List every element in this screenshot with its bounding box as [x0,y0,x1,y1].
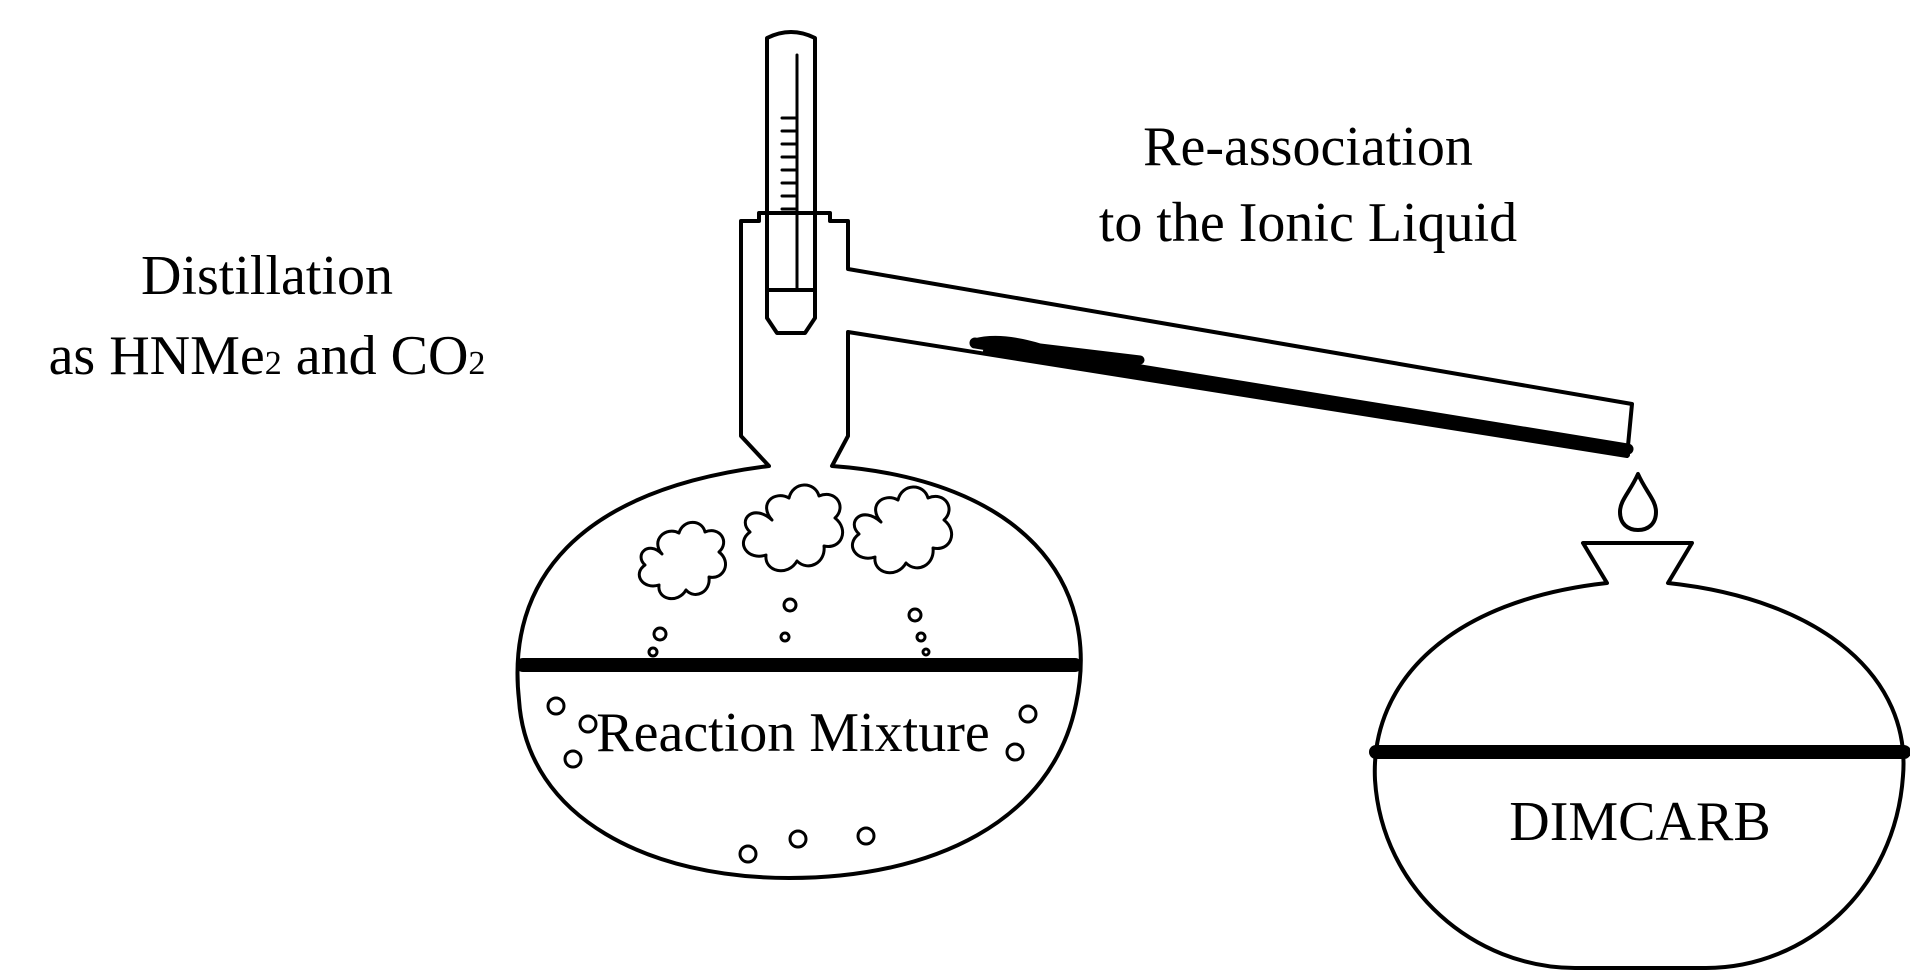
bubbles [546,597,1038,864]
condensate-drop [1618,472,1658,532]
distillation-flask [515,211,1634,880]
flask-neck-and-body-outline [515,211,1634,880]
vapour-cloud-left [637,520,727,601]
reassociation-label-line2: to the Ionic Liquid [1099,192,1517,254]
bubble [1018,704,1038,724]
reaction-mixture-label: Reaction Mixture [596,702,989,764]
distillation-label-line2: as HNMe2 and CO2 [49,325,486,387]
bubble [907,607,923,623]
bubble [782,597,798,613]
bubble [652,626,668,642]
vapour-cloud-right [851,485,954,575]
bubble [1005,742,1025,762]
bubble [915,631,927,643]
vapour-clouds [637,483,954,601]
thermometer [765,30,817,335]
bubble [647,646,659,658]
receiving-flask-outline [1372,541,1906,970]
bubble [921,647,931,657]
receiving-flask [1369,541,1910,970]
reassociation-label-line1: Re-association [1143,116,1473,178]
distillation-label-line1: Distillation [141,245,393,307]
bubble [578,714,598,734]
vapour-cloud-middle [742,483,845,573]
dimcarb-label: DIMCARB [1509,791,1770,853]
bubble [856,826,876,846]
bubble [738,844,758,864]
thermometer-tube [765,30,817,335]
condenser-inner-tube [969,335,1634,457]
thermometer-ticks [780,116,799,211]
bubble [788,829,808,849]
bubble [563,749,583,769]
bubble [779,631,791,643]
bubble [546,696,566,716]
